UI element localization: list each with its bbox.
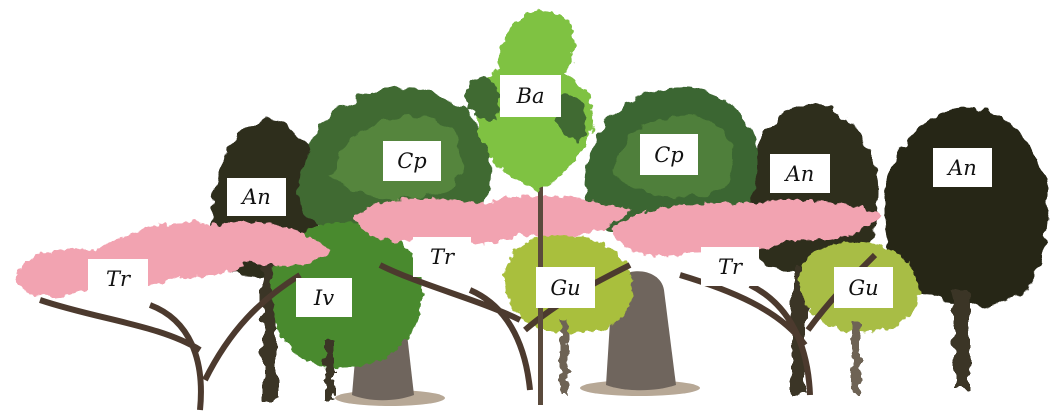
- label-gu-mid: Gu: [536, 267, 595, 308]
- label-ba: Ba: [500, 75, 561, 117]
- label-cp-right: Cp: [640, 134, 698, 175]
- label-an-right: An: [933, 148, 992, 187]
- label-an-left: An: [227, 178, 286, 216]
- label-iv: Iv: [296, 278, 352, 317]
- label-gu-right: Gu: [834, 267, 893, 308]
- label-cp-left: Cp: [383, 141, 441, 181]
- label-tr-mid: Tr: [413, 237, 471, 277]
- label-tr-right: Tr: [701, 247, 759, 286]
- label-tr-left: Tr: [88, 259, 148, 299]
- label-an-mid: An: [770, 154, 830, 193]
